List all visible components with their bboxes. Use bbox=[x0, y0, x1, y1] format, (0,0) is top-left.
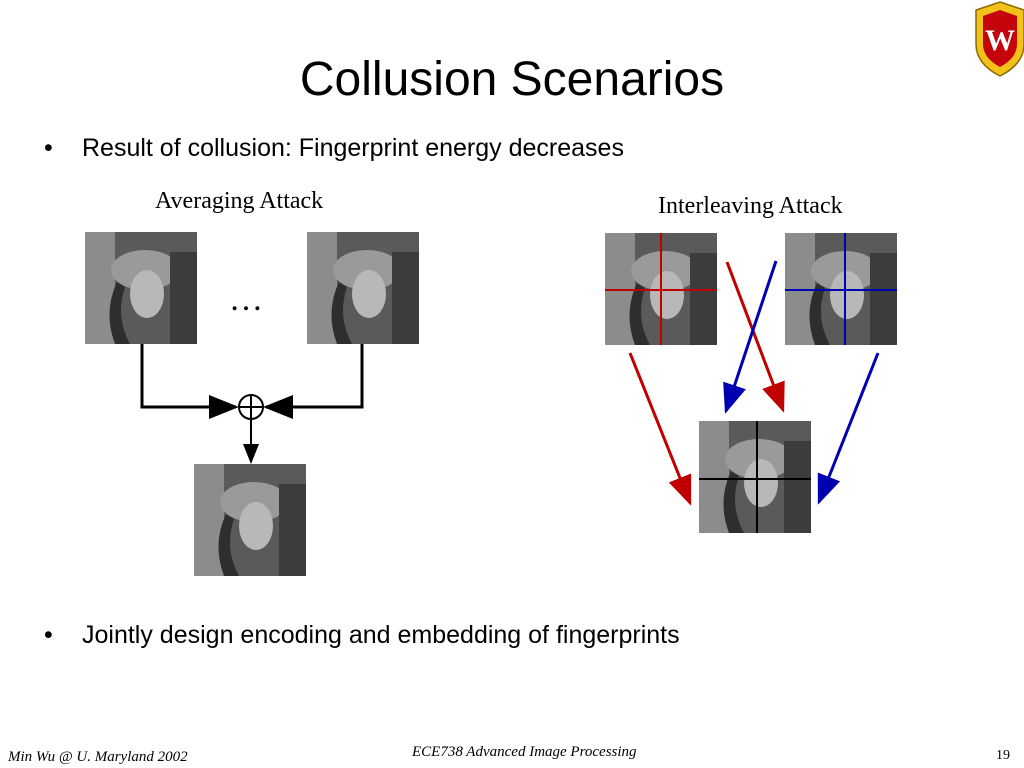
interleaving-attack-caption: Interleaving Attack bbox=[658, 193, 843, 219]
averaged-result-image bbox=[194, 464, 306, 576]
bullet-text: Result of collusion: Fingerprint energy … bbox=[82, 134, 624, 162]
blue-arrow-right bbox=[817, 352, 880, 505]
fingerprinted-image-1 bbox=[85, 232, 197, 344]
bullet-glyph: • bbox=[44, 621, 53, 649]
bullet-glyph: • bbox=[44, 134, 53, 162]
red-fingerprinted-image bbox=[605, 233, 717, 345]
fingerprinted-image-k bbox=[307, 232, 419, 344]
page-number: 19 bbox=[996, 748, 1010, 763]
footer-author: Min Wu @ U. Maryland 2002 bbox=[8, 749, 188, 765]
university-crest-icon: W bbox=[975, 1, 1024, 77]
bullet-text: Jointly design encoding and embedding of… bbox=[82, 621, 680, 649]
crest-letter: W bbox=[985, 24, 1015, 57]
red-arrow-left bbox=[628, 352, 692, 506]
footer-course: ECE738 Advanced Image Processing bbox=[412, 744, 637, 760]
bullet-item: • Result of collusion: Fingerprint energy… bbox=[44, 134, 624, 163]
interleaved-result-image bbox=[699, 421, 811, 533]
averaging-attack-caption: Averaging Attack bbox=[155, 188, 324, 214]
blue-arrow-cross bbox=[723, 260, 778, 414]
ellipsis-mark: … bbox=[229, 281, 263, 318]
bullet-item: • Jointly design encoding and embedding o… bbox=[44, 621, 680, 650]
left-connector-line bbox=[140, 344, 239, 419]
red-arrow-cross bbox=[725, 261, 785, 413]
page-title: Collusion Scenarios bbox=[299, 53, 725, 106]
right-connector-line bbox=[263, 344, 364, 419]
blue-fingerprinted-image bbox=[785, 233, 897, 345]
